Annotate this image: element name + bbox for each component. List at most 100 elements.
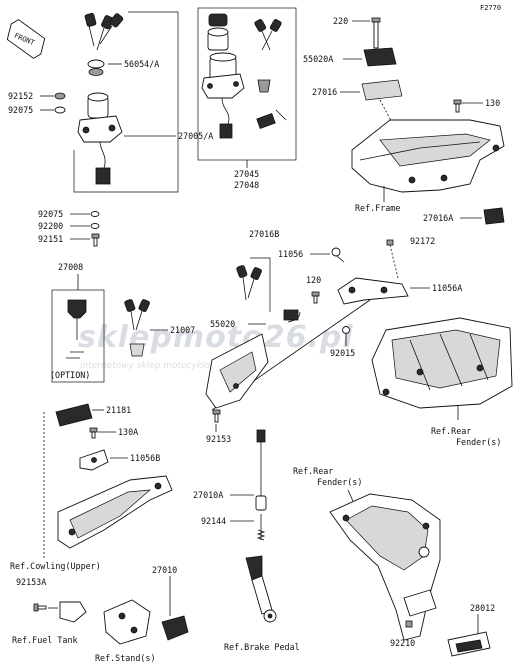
key-icon	[236, 265, 262, 301]
switch-body-27010A	[255, 495, 267, 511]
ref-fuel-tank: Ref.Fuel Tank	[12, 635, 78, 645]
ref-brake-pedal: Ref.Brake Pedal	[224, 642, 300, 652]
brake-switch-group: 27010A 92144 Ref.Brake Pedal	[193, 429, 300, 652]
watermark-brand: sklepmoto26.pl	[78, 320, 354, 355]
ignition-switch-group: 56054/A 27005/A 92152 92075 92075 92200	[8, 11, 213, 247]
brake-pedal-tip	[245, 555, 263, 581]
label-27045: 27045	[234, 169, 259, 179]
label-92075-bottom: 92075	[38, 209, 63, 219]
option-label: (OPTION)	[50, 370, 90, 380]
label-92153A: 92153A	[16, 577, 46, 587]
lock-set-group: 27045 27048	[197, 7, 297, 190]
ignition-cylinder	[77, 92, 123, 185]
label-130: 130	[485, 98, 500, 108]
ref-stand: Ref.Stand(s)	[95, 653, 156, 663]
option-box	[51, 289, 105, 383]
cover-55020A	[363, 47, 397, 67]
label-11056A: 11056A	[432, 283, 462, 293]
steering-stem-group: 220 55020A 27016 130 Ref.Frame 27016A	[303, 16, 505, 225]
bolt-92151	[91, 233, 100, 247]
key-blank-icon	[67, 299, 87, 340]
label-21181: 21181	[106, 405, 131, 415]
diagram-code: F2770	[480, 4, 501, 12]
seat-lock-group: 27016B 11056 120 11056A 92172 55020	[205, 229, 462, 444]
nut-92210	[405, 620, 413, 628]
label-92200: 92200	[38, 221, 63, 231]
ignition-switch-assembly	[201, 52, 245, 139]
key-icon	[124, 299, 150, 331]
label-92144: 92144	[201, 516, 226, 526]
connector-plug	[256, 109, 287, 129]
group-bracket-27005	[73, 11, 179, 193]
cap-ring	[88, 68, 104, 76]
nut-92152	[54, 92, 66, 100]
label-130A: 130A	[118, 427, 138, 437]
label-92153: 92153	[206, 434, 231, 444]
label-220: 220	[333, 16, 348, 26]
label-92172: 92172	[410, 236, 435, 246]
lock-housing-55020	[283, 309, 299, 321]
washer-92200	[90, 223, 100, 229]
ref-rear-fender-1a: Ref.Rear	[431, 426, 471, 436]
lock-barrel	[257, 79, 271, 93]
label-27048: 27048	[234, 180, 259, 190]
label-27005A: 27005/A	[178, 131, 213, 141]
spring-92144	[256, 529, 266, 541]
ref-cowling-upper: Ref.Cowling(Upper)	[10, 561, 101, 571]
bracket-line	[250, 257, 271, 312]
label-27008: 27008	[58, 262, 83, 272]
label-92210: 92210	[390, 638, 415, 648]
key-icon	[254, 19, 282, 51]
label-92152: 92152	[8, 91, 33, 101]
latch-bracket-11056A	[337, 277, 409, 305]
label-28012: 28012	[470, 603, 495, 613]
lock-cap	[208, 13, 228, 27]
label-92015: 92015	[330, 348, 355, 358]
bracket-27016	[361, 79, 403, 101]
washer-92075-bottom	[90, 211, 100, 217]
label-55020: 55020	[210, 319, 235, 329]
label-27010: 27010	[152, 565, 177, 575]
label-92151: 92151	[38, 234, 63, 244]
label-27016B: 27016B	[249, 229, 279, 239]
bolt-130A	[89, 427, 98, 439]
rear-fender-top-group: Ref.Rear Fender(s)	[371, 317, 513, 447]
helmet-hook-group: 21181 130A 11056B Ref.Cowling(Upper)	[10, 403, 173, 571]
part-21181	[55, 403, 93, 427]
rear-fender-bottom-group: Ref.Rear Fender(s) 92210 28012	[293, 466, 495, 657]
ref-rear-fender-2a: Ref.Rear	[293, 466, 333, 476]
label-56054A: 56054/A	[124, 59, 159, 69]
bolt-220	[371, 17, 381, 49]
label-11056: 11056	[278, 249, 303, 259]
fuel-stand-group: 92153A Ref.Fuel Tank Ref.Stand(s) 27010	[12, 565, 189, 663]
brake-pedal-arm	[251, 575, 273, 615]
front-direction-tag: FRONT	[6, 19, 46, 59]
label-120: 120	[306, 275, 321, 285]
nut-92015	[342, 326, 350, 334]
fuel-tank-bracket	[59, 601, 87, 623]
bolt-92153	[212, 409, 221, 423]
ref-rear-fender-1b: Fender(s)	[456, 437, 501, 447]
key-icon	[84, 12, 124, 51]
washer-92075-top	[54, 106, 66, 114]
ref-rear-fender-2b: Fender(s)	[317, 477, 362, 487]
label-92075-top: 92075	[8, 105, 33, 115]
label-27010A: 27010A	[193, 490, 223, 500]
bolt-92153A	[33, 603, 47, 612]
bolt-120	[311, 291, 320, 304]
lock-barrel-21007	[129, 343, 145, 357]
label-21007: 21007	[170, 325, 195, 335]
screw-92172	[386, 239, 394, 246]
label-55020A: 55020A	[303, 54, 333, 64]
label-11056B: 11056B	[130, 453, 160, 463]
switch-connector	[256, 429, 266, 443]
switch-27010	[161, 615, 189, 641]
seal-ring	[87, 59, 105, 69]
stand-bracket	[103, 599, 151, 645]
option-key-group: 27008 (OPTION) 21007	[50, 262, 195, 383]
bracket-27016A	[483, 207, 505, 225]
bolt-130	[453, 99, 462, 113]
label-27016A: 27016A	[423, 213, 453, 223]
